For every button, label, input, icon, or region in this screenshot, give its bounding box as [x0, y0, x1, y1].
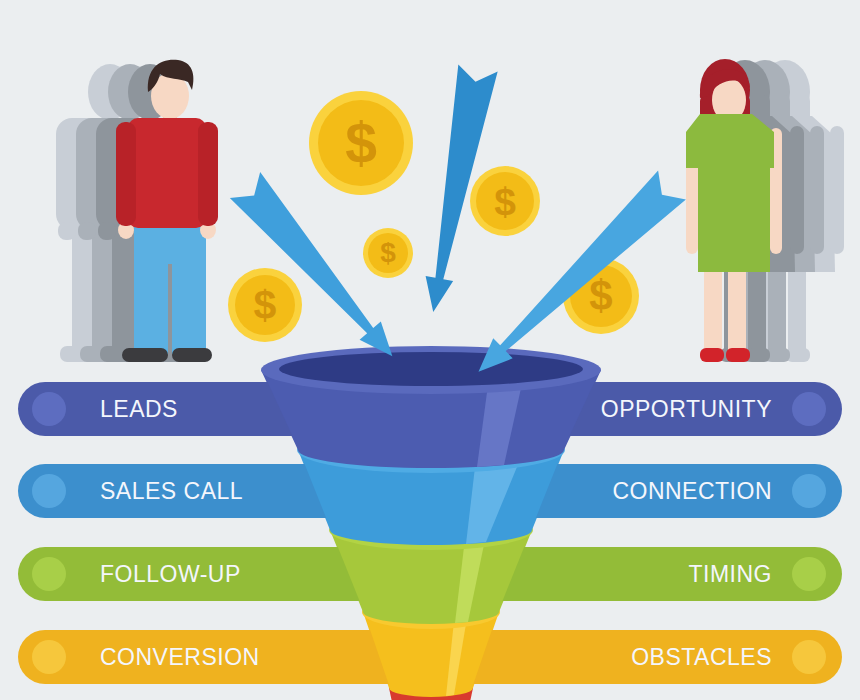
stage-label: CONVERSION	[100, 644, 260, 671]
stage-label: CONNECTION	[612, 478, 772, 505]
inflow-arrows	[230, 64, 686, 386]
stage-band: OPPORTUNITY	[431, 382, 842, 436]
coin-symbol-holder: $	[380, 239, 396, 267]
band-dot	[792, 640, 826, 674]
band-dot	[32, 392, 66, 426]
band-dot	[32, 640, 66, 674]
stage-label: OPPORTUNITY	[601, 396, 772, 423]
coin-symbol: $	[494, 182, 516, 221]
band-dot	[32, 557, 66, 591]
stage-label: OBSTACLES	[631, 644, 772, 671]
coin-symbol: $	[380, 239, 396, 267]
stage-label: FOLLOW-UP	[100, 561, 241, 588]
band-dot	[32, 474, 66, 508]
person-shadows	[56, 60, 844, 362]
stage-label: SALES CALL	[100, 478, 243, 505]
coin-symbol: $	[254, 285, 277, 326]
coin-symbol: $	[589, 275, 612, 317]
coin-symbol-holder: $	[345, 115, 377, 172]
band-dot	[792, 557, 826, 591]
coin-symbol-holder: $	[494, 182, 516, 221]
man-figure	[116, 60, 218, 362]
coin-symbol-holder: $	[254, 285, 277, 326]
stage-band: CONVERSION	[18, 630, 431, 684]
stage-band: SALES CALL	[18, 464, 431, 518]
stage-band: OBSTACLES	[431, 630, 842, 684]
band-dot	[792, 392, 826, 426]
stage-band: LEADS	[18, 382, 431, 436]
stage-band: FOLLOW-UP	[18, 547, 431, 601]
stage-label: LEADS	[100, 396, 178, 423]
coin-symbol: $	[345, 115, 377, 172]
band-dot	[792, 474, 826, 508]
stage-label: TIMING	[689, 561, 773, 588]
coin-symbol-holder: $	[589, 275, 612, 317]
stage-band: CONNECTION	[431, 464, 842, 518]
woman-figure	[686, 59, 782, 362]
stage-band: TIMING	[431, 547, 842, 601]
